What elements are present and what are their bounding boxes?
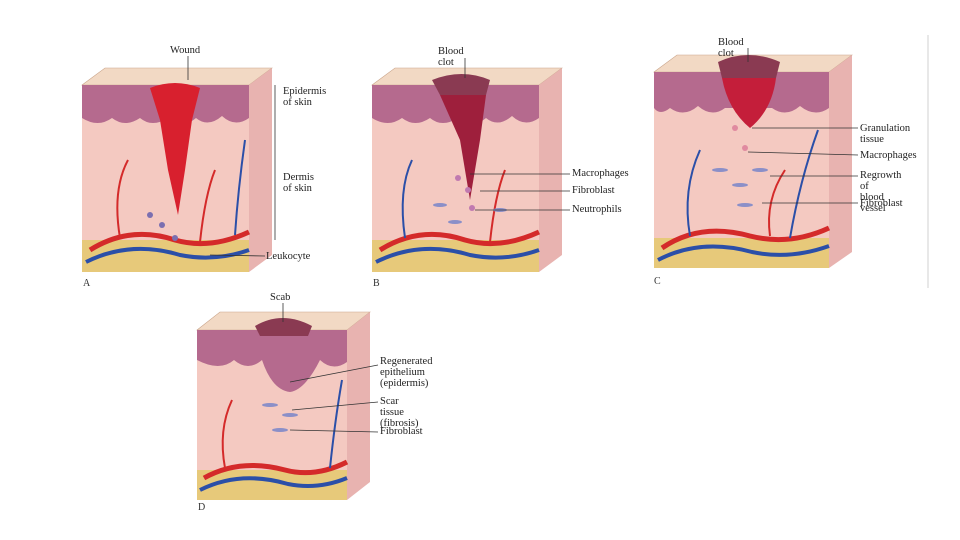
label-macrophages-b: Macrophages <box>572 168 629 179</box>
panel-b-illustration <box>371 58 570 272</box>
label-dermis: Dermis of skin <box>283 172 314 194</box>
panel-letter-b: B <box>373 278 380 289</box>
panel-letter-a: A <box>83 278 91 289</box>
panel-letter-c: C <box>654 276 661 287</box>
label-leukocyte: Leukocyte <box>266 251 311 262</box>
panel-c-illustration <box>653 35 929 288</box>
label-fibroblast-d: Fibroblast <box>380 426 423 437</box>
panel-a-wound: Wound Epidermis of skin Dermis of skin L… <box>0 0 360 300</box>
label-neutrophils-b: Neutrophils <box>572 204 622 215</box>
label-wound: Wound <box>170 45 201 56</box>
panel-letter-d: D <box>198 502 206 513</box>
label-blood-clot-b: Blood clot <box>438 46 464 68</box>
label-scar-d: Scar tissue (fibrosis) <box>380 396 419 429</box>
label-fibroblast-c: Fibroblast <box>860 198 903 209</box>
label-regenerated-d: Regenerated epithelium (epidermis) <box>380 356 433 389</box>
label-blood-clot-c: Blood clot <box>718 37 744 59</box>
label-fibroblast-b: Fibroblast <box>572 185 615 196</box>
panel-a-illustration <box>81 56 276 272</box>
label-scab-d: Scab <box>270 292 291 303</box>
label-regrowth-c: Regrowth of blood vessel <box>860 170 902 214</box>
label-macrophages-c: Macrophages <box>860 150 917 161</box>
label-granulation-c: Granulation tissue <box>860 123 911 145</box>
label-epidermis: Epidermis of skin <box>283 86 327 108</box>
